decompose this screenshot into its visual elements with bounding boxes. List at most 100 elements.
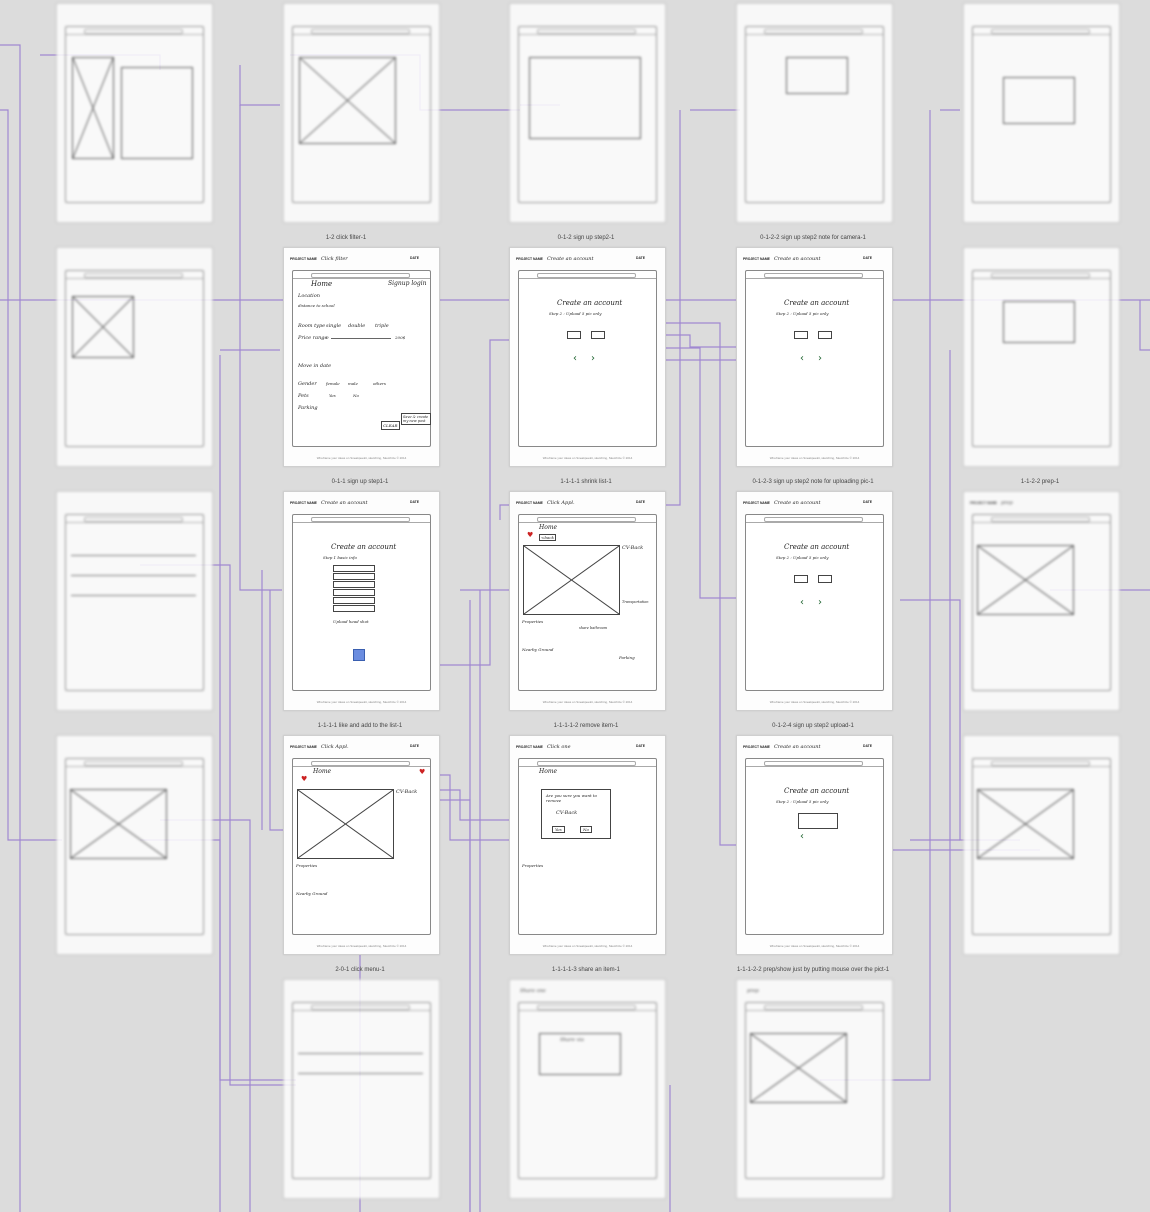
frame-footer: Wireframe your ideas on Sneakpeekit, ske… (769, 700, 860, 704)
upload-button[interactable] (818, 575, 832, 583)
frame-label: 0-1-2-4 sign up step2 upload-1 (772, 723, 854, 729)
create-account-title: Create an account (784, 299, 850, 307)
upload-button[interactable] (591, 331, 605, 339)
parking-label: Parking (298, 405, 318, 411)
form-field[interactable] (333, 597, 375, 604)
form-field[interactable] (333, 581, 375, 588)
frame-label: 0-1-2-3 sign up step2 note for uploading… (752, 479, 874, 485)
upload-button[interactable] (818, 331, 832, 339)
pets-no[interactable]: No (353, 393, 359, 398)
double-option[interactable]: double (348, 323, 366, 329)
back-chevron-icon[interactable]: ‹ (573, 353, 577, 364)
frame-label: 1-2 click filter-1 (325, 235, 367, 241)
remove-prompt: Are you sure you want to remove (546, 793, 597, 803)
frame-label: 1-1-2-2 prep-1 (1020, 479, 1060, 485)
form-field[interactable] (333, 565, 375, 572)
frame-row1-col2 (283, 3, 440, 223)
next-chevron-icon[interactable]: › (818, 597, 822, 608)
home-link[interactable]: Home (539, 524, 558, 531)
single-option[interactable]: single (326, 323, 342, 329)
frame-name: Create an account (773, 256, 821, 262)
upload-headshot-label: Upload head shot (333, 619, 369, 624)
frame-name: Create an account (773, 500, 821, 506)
home-link[interactable]: Home (313, 768, 332, 775)
price-slider[interactable] (331, 338, 391, 339)
camera-button[interactable] (794, 331, 808, 339)
frame-label: 2-0-1 click menu-1 (335, 967, 385, 973)
frame-footer: Wireframe your ideas on Sneakpeekit, ske… (542, 456, 633, 460)
price-min: 0 (326, 335, 329, 340)
female-option[interactable]: female (326, 381, 340, 386)
back-chevron-icon[interactable]: ‹ (800, 353, 804, 364)
heart-icon[interactable]: ♥ (527, 531, 534, 539)
properties-label: Properties (522, 619, 544, 624)
yes-button[interactable]: Yes (552, 826, 565, 833)
next-chevron-icon[interactable]: › (818, 353, 822, 364)
heart-icon[interactable]: ♥ (301, 775, 308, 783)
pets-yes[interactable]: Yes (329, 393, 336, 398)
frame-click-menu (283, 979, 440, 1199)
triple-option[interactable]: triple (375, 323, 389, 329)
transportation-label: Transportation (622, 600, 649, 604)
date-label: DATE (636, 744, 645, 748)
form-field[interactable] (333, 589, 375, 596)
back-button[interactable]: <back (539, 534, 556, 541)
home-link[interactable]: Home (539, 768, 558, 775)
project-name-label: PROJECT NAME (516, 501, 543, 505)
signup-login-link[interactable]: Signup login (388, 280, 427, 287)
back-chevron-icon[interactable]: ‹ (800, 597, 804, 608)
frame-footer: Wireframe your ideas on Sneakpeekit, ske… (542, 944, 633, 948)
favorite-heart-icon[interactable]: ♥ (419, 768, 426, 776)
date-label: DATE (410, 500, 419, 504)
back-chevron-icon[interactable]: ‹ (800, 831, 804, 842)
camera-button[interactable] (794, 575, 808, 583)
frame-label: 1-1-1-1 like and add to the list-1 (317, 723, 403, 729)
frame-label: 0-1-2-2 sign up step2 note for camera-1 (760, 235, 866, 241)
form-field[interactable] (333, 573, 375, 580)
nearby-label: Nearby Ground (296, 891, 328, 896)
frame-name: prep (747, 988, 759, 994)
parking-label: Parking (619, 655, 635, 660)
form-field[interactable] (333, 605, 375, 612)
home-link[interactable]: Home (311, 280, 333, 288)
frame-row2-col5 (963, 247, 1120, 467)
frame-name: Share one (520, 988, 546, 994)
frame-name: Create an account (320, 500, 368, 506)
gender-label: Gender (298, 381, 317, 387)
frame-footer: Wireframe your ideas on Sneakpeekit, ske… (316, 944, 407, 948)
next-chevron-icon[interactable]: › (591, 353, 595, 364)
frame-footer: Wireframe your ideas on Sneakpeekit, ske… (316, 456, 407, 460)
camera-button[interactable] (567, 331, 581, 339)
frame-name: Click Appl. (546, 500, 575, 506)
frame-row1-col5 (963, 3, 1120, 223)
frame-name: Click one (546, 744, 571, 750)
date-label: DATE (636, 256, 645, 260)
clear-button[interactable]: CLEAR (381, 421, 400, 430)
save-post-button[interactable]: Save & create my new post (401, 413, 431, 425)
pets-label: Pets (298, 393, 309, 399)
date-label: DATE (410, 744, 419, 748)
frame-footer: Wireframe your ideas on Sneakpeekit, ske… (769, 944, 860, 948)
project-name-label: PROJECT NAME (743, 501, 770, 505)
listing-image (297, 789, 394, 859)
next-arrow-icon[interactable] (353, 649, 365, 661)
step2-label: Step 2 : Upload 5 pic only (776, 555, 829, 560)
frame-name: Create an account (773, 744, 821, 750)
others-option[interactable]: others (373, 381, 386, 386)
project-name-label: PROJECT NAME (516, 257, 543, 261)
location-label: Location (298, 293, 320, 299)
no-button[interactable]: No (580, 826, 592, 833)
price-range-label: Price range (298, 335, 328, 341)
date-label: DATE (410, 256, 419, 260)
male-option[interactable]: male (348, 381, 358, 386)
